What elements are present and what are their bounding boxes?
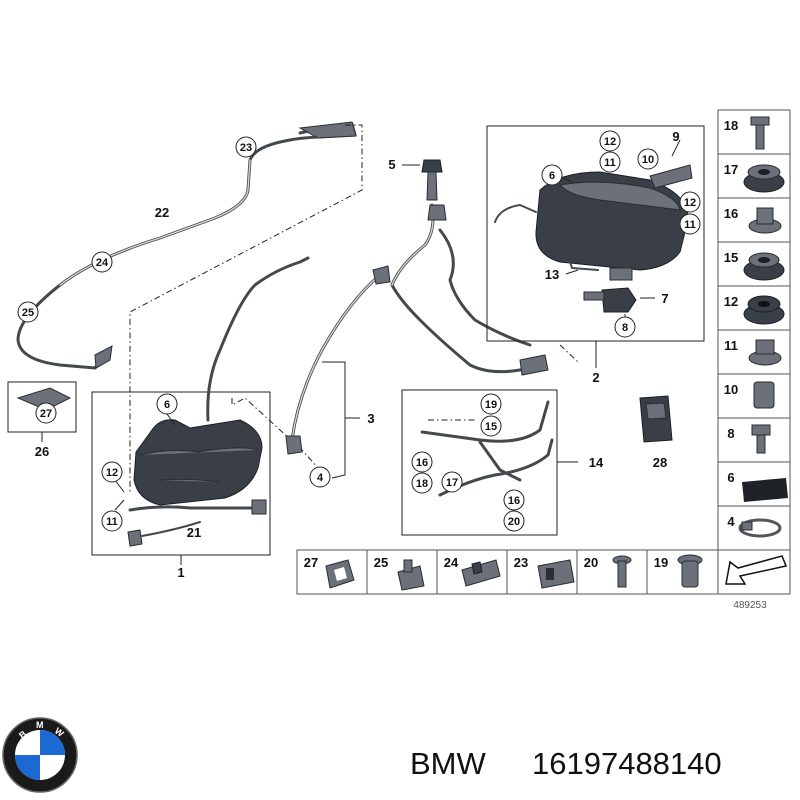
callout-10: 10 xyxy=(642,154,654,166)
grommet-icon xyxy=(743,164,785,193)
bolt-icon xyxy=(750,116,770,150)
callout-18: 18 xyxy=(416,478,428,490)
callout-16a: 16 xyxy=(416,457,428,469)
side-label-3: 15 xyxy=(724,250,738,265)
callout-6a: 6 xyxy=(164,399,170,411)
nut-icon xyxy=(748,207,782,234)
side-label-9: 4 xyxy=(727,514,735,529)
spacer-icon xyxy=(677,554,703,588)
callout-23: 23 xyxy=(240,142,252,154)
callout-15: 15 xyxy=(485,421,497,433)
callout-4: 4 xyxy=(317,472,324,484)
callout-5: 5 xyxy=(388,157,395,172)
callout-21: 21 xyxy=(187,525,201,540)
callout-14: 14 xyxy=(589,455,604,470)
brand-name: BMW xyxy=(410,746,487,781)
callout-8: 8 xyxy=(622,322,628,334)
callout-17: 17 xyxy=(446,477,458,489)
callout-7: 7 xyxy=(661,291,668,306)
bottom-label-0: 27 xyxy=(304,555,318,570)
side-label-8: 6 xyxy=(727,470,734,485)
double-holder-icon xyxy=(537,559,575,589)
callout-11c: 11 xyxy=(684,219,696,231)
callout-9: 9 xyxy=(672,129,679,144)
callout-12c: 12 xyxy=(684,197,696,209)
bolt-icon-8 xyxy=(751,424,771,454)
part-number: 16197488140 xyxy=(532,746,722,781)
holder-icon xyxy=(397,559,425,591)
bottom-label-1: 25 xyxy=(374,555,388,570)
side-label-1: 17 xyxy=(724,162,738,177)
side-label-7: 8 xyxy=(727,426,734,441)
callout-22: 22 xyxy=(155,205,169,220)
flange-nut-icon xyxy=(748,339,782,366)
side-label-5: 11 xyxy=(724,338,738,353)
bracket-14 xyxy=(420,400,554,497)
line-holder-icon xyxy=(461,559,501,587)
bottom-parts-row: 27 25 24 23 20 19 xyxy=(296,549,719,595)
side-label-0: 18 xyxy=(724,118,738,133)
bottom-label-2: 24 xyxy=(444,555,459,570)
grommet-icon-12 xyxy=(743,295,785,325)
callout-27: 27 xyxy=(40,408,52,420)
screw-icon xyxy=(612,555,632,588)
logo-letter-m: M xyxy=(36,720,44,730)
fuel-hose-3 xyxy=(285,265,391,455)
callout-11a: 11 xyxy=(106,516,118,528)
callout-1: 1 xyxy=(177,565,184,580)
bracket-9 xyxy=(649,164,693,189)
cap-5 xyxy=(421,159,443,201)
callout-11b: 11 xyxy=(604,157,616,169)
canister-6 xyxy=(535,171,689,281)
callouts: 23 22 24 25 27 26 6 12 11 21 1 4 3 5 12 … xyxy=(17,129,701,580)
callout-2: 2 xyxy=(592,370,599,385)
clip-icon xyxy=(325,559,355,589)
rivet-nut-icon xyxy=(753,381,775,409)
callout-19: 19 xyxy=(485,399,497,411)
reference-number: 489253 xyxy=(733,600,767,611)
callout-12a: 12 xyxy=(106,467,118,479)
callout-12b: 12 xyxy=(604,136,616,148)
callout-6b: 6 xyxy=(549,170,555,182)
side-label-4: 12 xyxy=(724,294,738,309)
fuel-line-22 xyxy=(16,121,363,492)
bottom-label-4: 20 xyxy=(584,555,598,570)
control-unit-28 xyxy=(639,395,673,443)
tank-1 xyxy=(133,419,263,506)
arrow-icon xyxy=(725,555,788,585)
hose-clamp-icon xyxy=(738,518,782,538)
bottom-label-3: 23 xyxy=(514,555,528,570)
logo-letter-b: B xyxy=(17,728,29,740)
bottom-label-5: 19 xyxy=(654,555,668,570)
side-label-6: 10 xyxy=(724,382,738,397)
valve-7 xyxy=(583,287,637,313)
callout-20: 20 xyxy=(508,516,520,528)
pad-icon xyxy=(742,478,788,502)
callout-13: 13 xyxy=(545,267,559,282)
callout-3: 3 xyxy=(367,411,374,426)
callout-26: 26 xyxy=(35,444,49,459)
side-label-2: 16 xyxy=(724,206,738,221)
side-parts-column: 18 17 16 15 12 11 10 8 6 4 xyxy=(717,109,791,595)
grommet-icon-15 xyxy=(743,252,785,281)
callout-25: 25 xyxy=(22,307,34,319)
callout-16b: 16 xyxy=(508,495,520,507)
callout-28: 28 xyxy=(653,455,667,470)
bmw-logo: B M W xyxy=(2,717,78,793)
callout-24: 24 xyxy=(96,257,109,269)
